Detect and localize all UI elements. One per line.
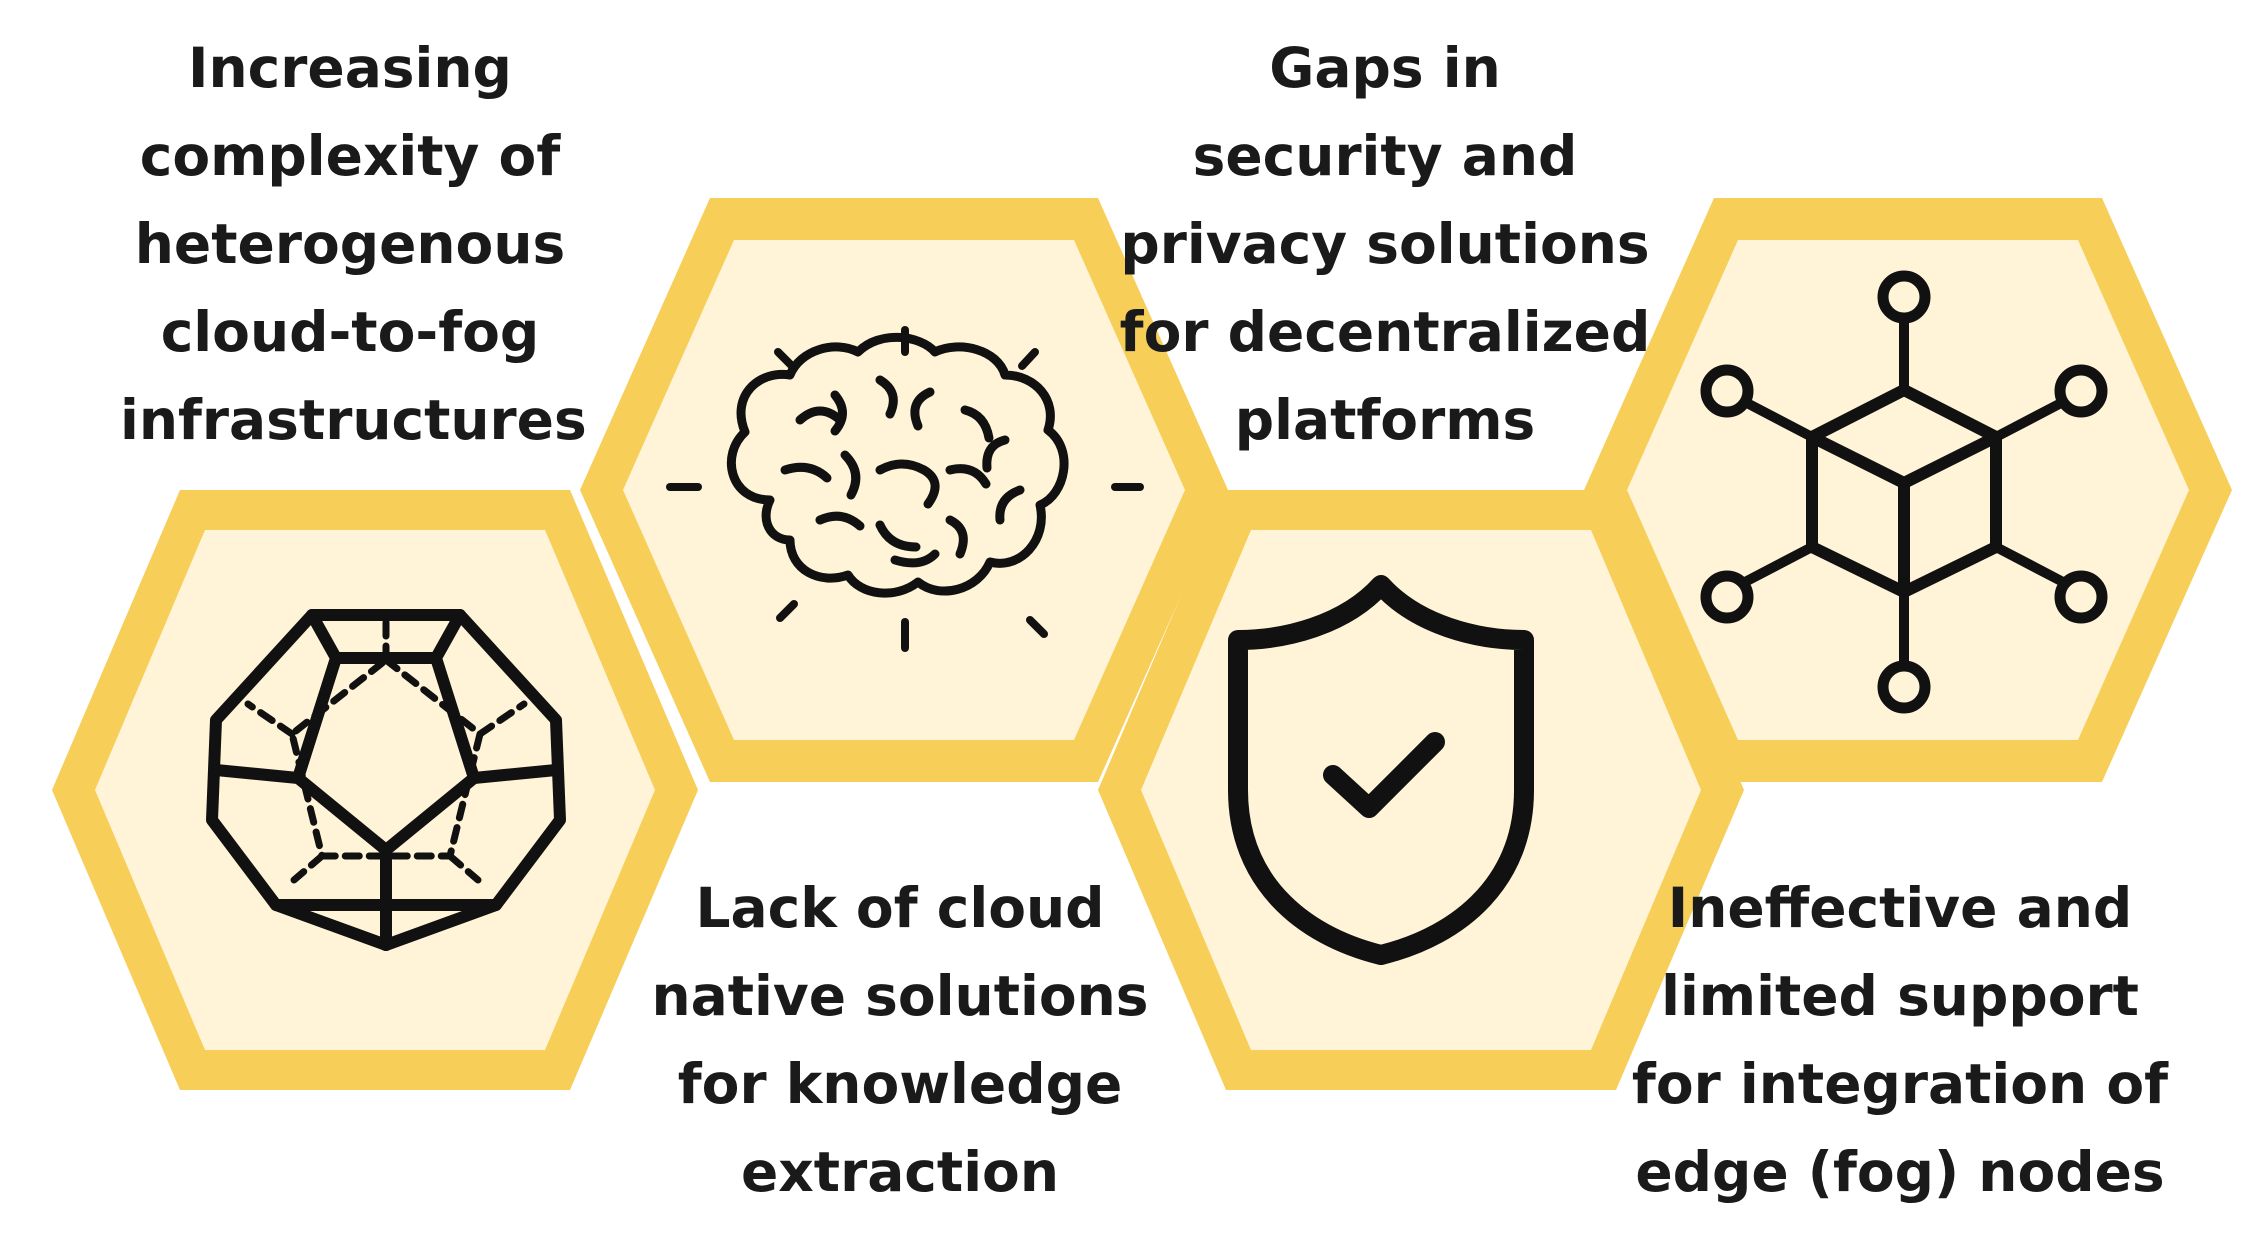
caption-knowledge-extraction: Lack of cloud native solutions for knowl…	[620, 864, 1180, 1216]
network-nodes-icon	[1700, 270, 2108, 714]
caption-line: native solutions	[651, 964, 1149, 1028]
caption-line: platforms	[1234, 388, 1536, 452]
caption-line: security and	[1192, 124, 1578, 188]
hex-tile-infrastructure	[52, 490, 698, 1090]
brain-icon	[666, 326, 1144, 652]
caption-line: infrastructures	[120, 388, 587, 452]
caption-line: for knowledge	[677, 1052, 1123, 1116]
caption-line: cloud-to-fog	[160, 300, 540, 364]
dodecahedron-icon	[206, 609, 566, 951]
caption-line: Ineffective and	[1667, 876, 2133, 940]
caption-line: extraction	[741, 1140, 1059, 1204]
caption-line: limited support	[1661, 964, 2139, 1028]
caption-line: Increasing	[188, 36, 512, 100]
caption-line: Lack of cloud	[695, 876, 1105, 940]
caption-line: for integration of	[1631, 1052, 2169, 1116]
caption-line: heterogenous	[134, 212, 566, 276]
shield-check-icon	[1228, 575, 1534, 965]
caption-line: edge (fog) nodes	[1635, 1140, 2165, 1204]
caption-line: complexity of	[139, 124, 561, 188]
caption-line: Gaps in	[1269, 36, 1501, 100]
caption-line: for decentralized	[1119, 300, 1651, 364]
hex-tile-knowledge	[580, 198, 1228, 782]
caption-security-privacy: Gaps in security and privacy solutions f…	[1105, 24, 1665, 464]
caption-edge-integration: Ineffective and limited support for inte…	[1600, 864, 2200, 1216]
caption-line: privacy solutions	[1120, 212, 1650, 276]
caption-infrastructure-complexity: Increasing complexity of heterogenous cl…	[120, 24, 587, 464]
